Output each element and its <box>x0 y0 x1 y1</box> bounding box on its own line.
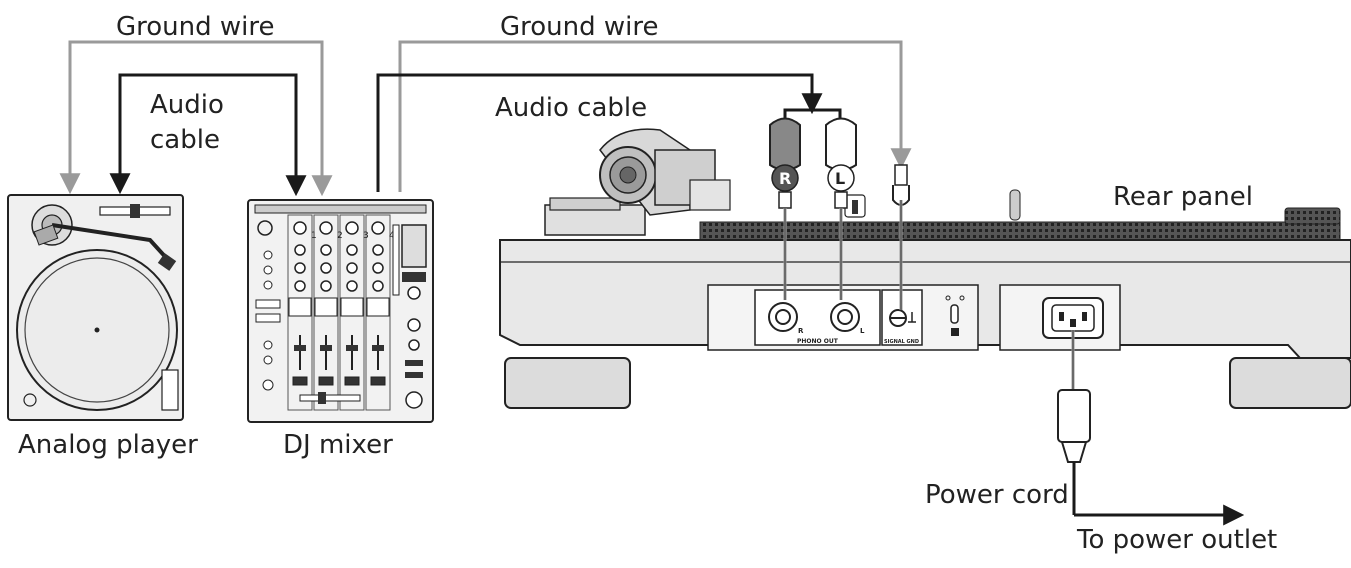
signal-gnd-label: SIGNAL GND <box>884 339 919 345</box>
label-audio-cable-left-1: Audio <box>150 90 224 120</box>
label-rear-panel: Rear panel <box>1113 182 1253 212</box>
rca-plug-r: R <box>769 117 801 300</box>
audio-cable-right <box>376 73 823 192</box>
mixer-channel-4 <box>365 214 391 411</box>
dj-mixer: 1 2 3 4 <box>247 199 434 423</box>
phono-out-label: PHONO OUT <box>797 338 839 345</box>
plug-l-label: L <box>835 169 845 188</box>
label-ground-wire-left: Ground wire <box>116 12 275 42</box>
jack-l-label: L <box>860 327 865 335</box>
label-dj-mixer: DJ mixer <box>283 430 393 460</box>
turntable-rear: R L PHONO OUT SIGNAL GND <box>499 128 1351 409</box>
mixer-ch-label-4: 4 <box>389 231 395 241</box>
mixer-ch-label-3: 3 <box>363 231 369 241</box>
mixer-ch-label-2: 2 <box>337 231 343 241</box>
label-ground-wire-right: Ground wire <box>500 12 659 42</box>
tonearm <box>544 128 866 236</box>
label-audio-cable-right: Audio cable <box>495 93 648 123</box>
mixer-channel-1 <box>287 214 313 411</box>
mixer-channel-3 <box>339 214 365 411</box>
mixer-ch-label-1: 1 <box>311 231 317 241</box>
ground-wire-right <box>398 40 912 192</box>
label-power-cord: Power cord <box>925 480 1069 510</box>
mixer-channel-2 <box>313 214 339 411</box>
label-analog-player: Analog player <box>18 430 198 460</box>
analog-player <box>7 194 184 421</box>
power-cord <box>1057 330 1245 526</box>
jack-r-label: R <box>798 327 804 335</box>
ground-lug <box>892 164 910 310</box>
label-power-outlet: To power outlet <box>1077 525 1278 555</box>
label-audio-cable-left-2: cable <box>150 125 220 155</box>
plug-r-label: R <box>779 169 791 188</box>
rca-plug-l: L <box>825 117 857 300</box>
